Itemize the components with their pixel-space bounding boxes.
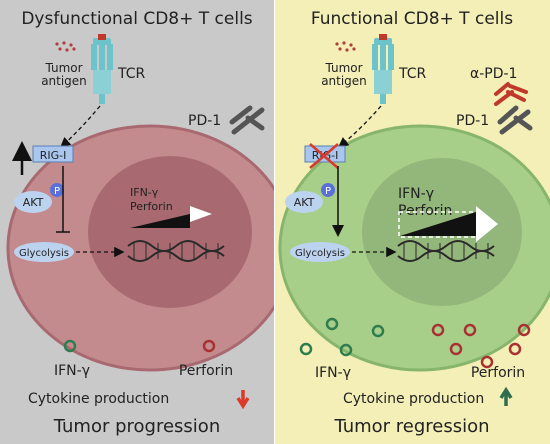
- rig1-label-left: RIG-I: [40, 149, 67, 162]
- perforin-inside-left: Perforin: [130, 200, 173, 213]
- expression-box-right: [398, 211, 478, 238]
- dna-rungs-right: [403, 243, 489, 259]
- dna-helix-right: [397, 240, 495, 262]
- perforin-legend-right: Perforin: [471, 365, 525, 381]
- rig1-cross-icon: [309, 143, 339, 169]
- anti-pd1-label: α-PD-1: [470, 66, 517, 82]
- tumor-antigen-text-left-line-2: antigen: [41, 74, 87, 88]
- expression-arrowhead-right: [476, 206, 498, 242]
- pd1-receptor-right: [497, 105, 533, 135]
- pd1-label-right: PD-1: [456, 113, 489, 129]
- tcr-to-rig-arrow-left: [60, 105, 101, 148]
- tumor-antigen-text-right-line-2: antigen: [321, 74, 367, 88]
- left-nucleus: [88, 156, 252, 308]
- perforin-markers-right: [431, 323, 531, 369]
- ifng-legend-right: IFN-γ: [315, 365, 351, 381]
- tumor-antigen-dots-left: [55, 41, 76, 52]
- p-circle-left: [50, 183, 64, 197]
- akt-oval-left: [14, 191, 52, 213]
- outcome-left: Tumor progression: [53, 416, 220, 437]
- down-arrow-icon: [236, 390, 250, 410]
- expression-wedge-left: [130, 214, 190, 228]
- rig1-box-left: [32, 145, 74, 163]
- tcr-to-rig-arrow-right: [337, 105, 382, 148]
- p-label-left: P: [54, 186, 60, 197]
- pd1-label-left: PD-1: [188, 113, 221, 129]
- akt-label-left: AKT: [23, 196, 44, 209]
- tumor-antigen-dots-right: [335, 41, 356, 52]
- tcr-label-right: TCR: [398, 66, 427, 82]
- outcome-right: Tumor regression: [333, 416, 489, 437]
- up-arrow-icon: [499, 386, 513, 406]
- ifng-inside-left: IFN-γ: [130, 186, 159, 199]
- glycolysis-oval-right: [290, 242, 350, 262]
- tcr-receptor-right: [372, 34, 394, 104]
- tcr-receptor-left: [91, 34, 113, 104]
- tcr-label-left: TCR: [117, 66, 146, 82]
- dna-helix-left: [127, 240, 225, 262]
- p-label-right: P: [325, 186, 331, 197]
- ifng-inside-right: IFN-γ: [398, 186, 434, 202]
- dna-rungs-left: [133, 243, 219, 259]
- expression-wedge-right: [400, 212, 476, 236]
- cytokine-label-right: Cytokine production: [343, 391, 484, 407]
- rig1-inhibit-line-left: [56, 166, 70, 233]
- ifng-markers-right: [299, 317, 385, 357]
- left-title: Dysfunctional CD8+ T cells: [21, 9, 252, 29]
- perforin-legend-left: Perforin: [179, 363, 233, 379]
- p-circle-right: [321, 183, 335, 197]
- pd1-receptor-left: [229, 105, 265, 135]
- cytokine-label-left: Cytokine production: [28, 391, 169, 407]
- glycolysis-oval-left: [14, 242, 74, 262]
- akt-oval-right: [285, 191, 323, 213]
- right-title: Functional CD8+ T cells: [311, 9, 513, 29]
- tumor-antigen-text-left: Tumor: [44, 61, 82, 75]
- antibody-icon: [494, 82, 528, 106]
- ifng-marker-left: [63, 339, 77, 353]
- akt-label-right: AKT: [294, 196, 315, 209]
- tumor-antigen-text-right: Tumor: [324, 61, 362, 75]
- perforin-inside-right: Perforin: [398, 203, 452, 219]
- glycolysis-label-left: Glycolysis: [19, 248, 69, 259]
- ifng-legend-left: IFN-γ: [54, 363, 90, 379]
- glycolysis-label-right: Glycolysis: [295, 248, 345, 259]
- expression-arrowhead-left: [190, 206, 212, 222]
- perforin-marker-left: [202, 339, 216, 353]
